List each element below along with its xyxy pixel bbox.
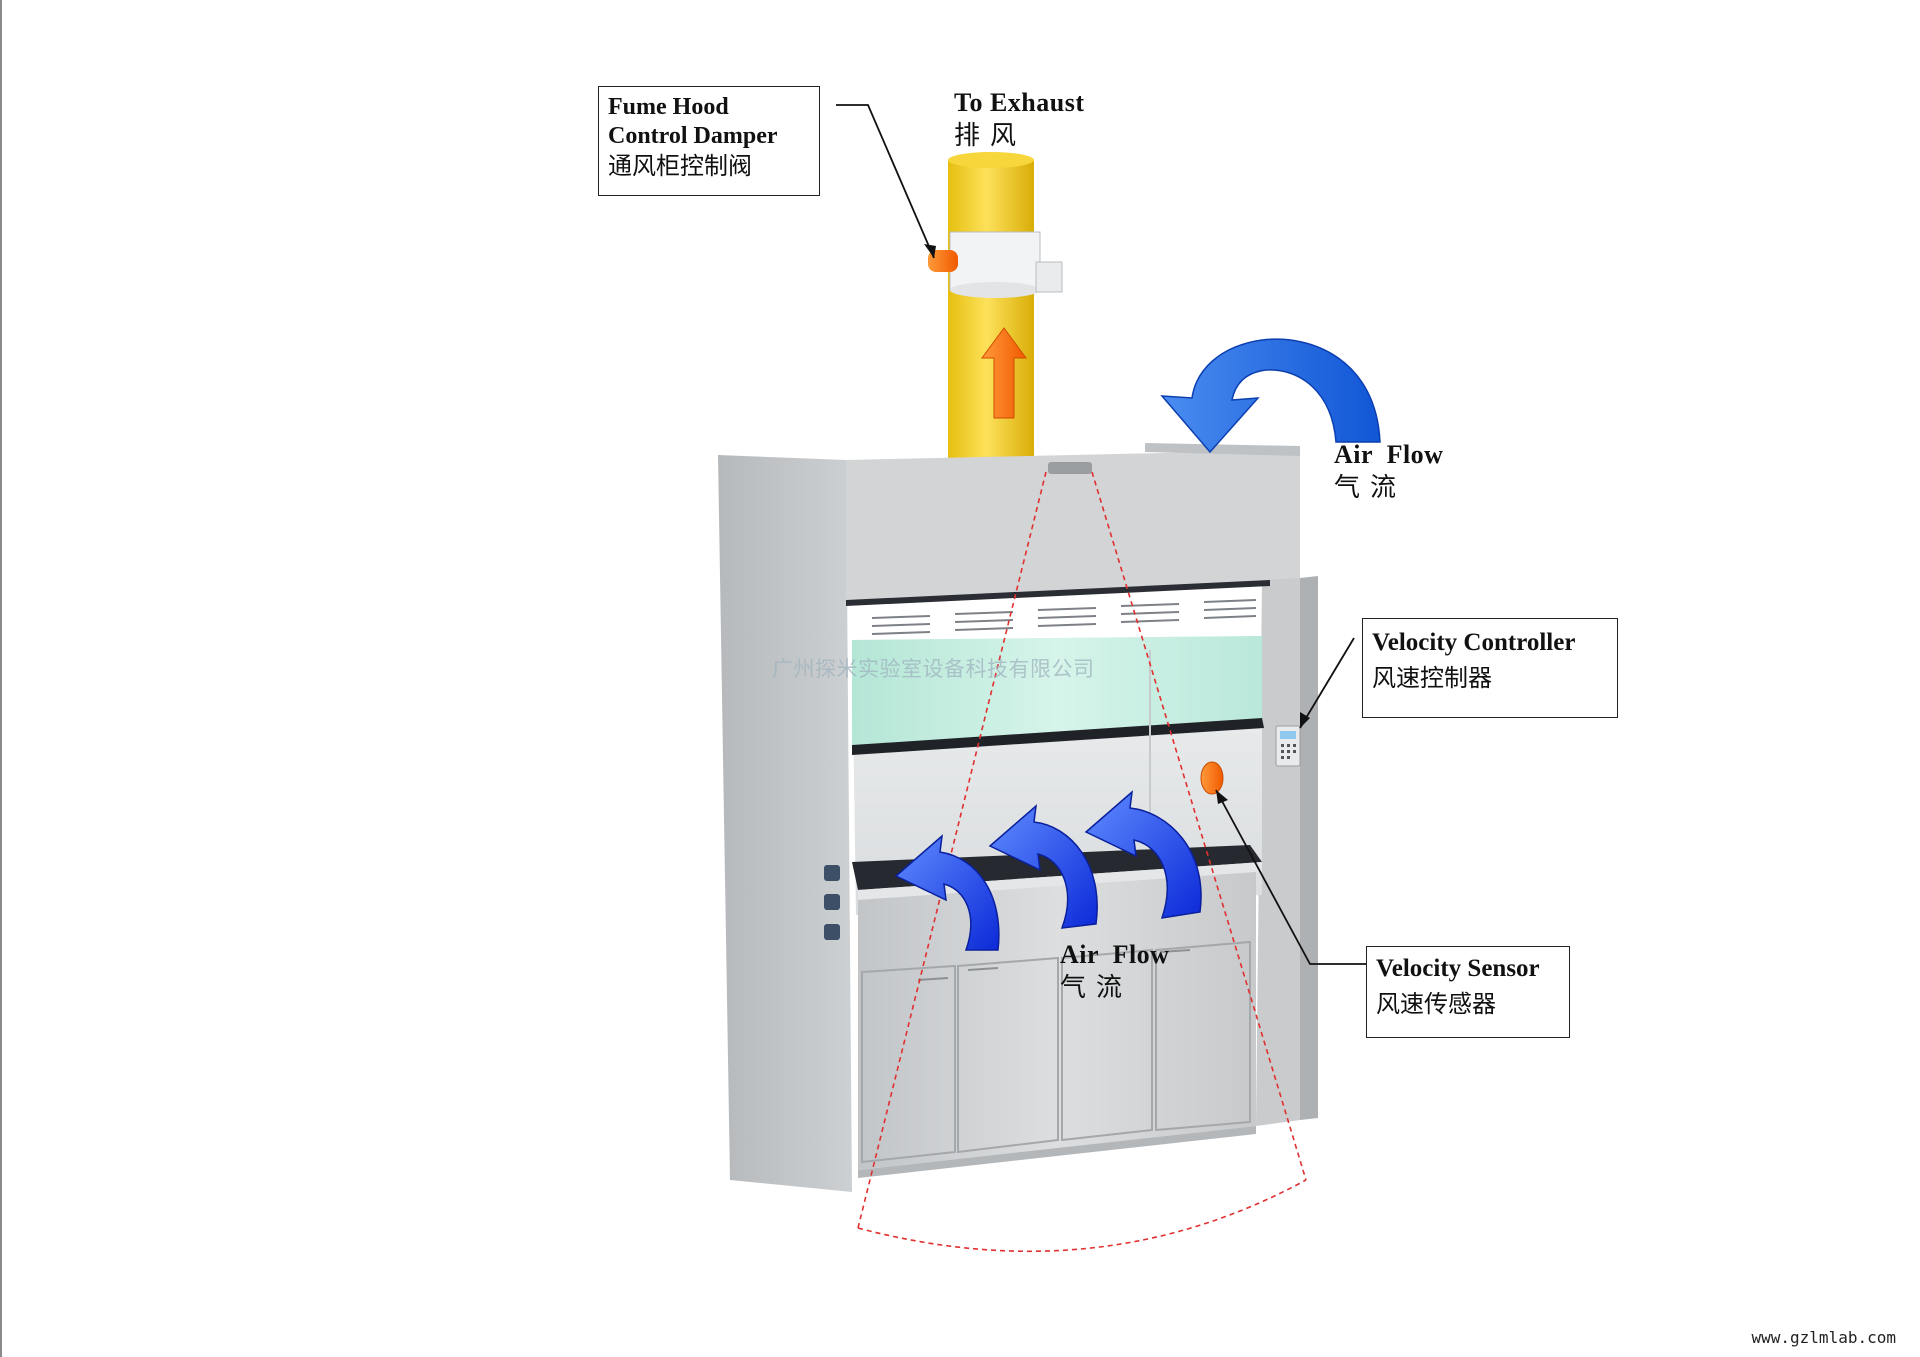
page-border-left [0,0,2,1357]
airflow-arrow-icon [1160,338,1381,454]
callout-velocity-controller: Velocity Controller 风速控制器 [1362,618,1618,718]
detection-cone [857,471,1307,1253]
damper-actuator-icon [928,250,958,272]
label-air-flow-bottom: Air Flow 气流 [1060,940,1169,1006]
label-exhaust-en: To Exhaust [954,88,1085,117]
exhaust-duct [948,152,1034,460]
label-airflow-top-en: Air Flow [1334,440,1444,469]
callout-sensor-zh: 风速传感器 [1376,990,1496,1018]
callout-damper-line1: Fume Hood [608,94,729,120]
exhaust-arrow-icon [981,327,1027,419]
label-airflow-bottom-en: Air Flow [1060,940,1170,969]
callout-damper-zh: 通风柜控制阀 [608,152,752,180]
callout-controller-en: Velocity Controller [1372,629,1576,656]
airflow-arrow-icon [894,790,1202,951]
company-watermark: 广州探米实验室设备科技有限公司 [772,657,1095,681]
fume-hood-cabinet [718,443,1318,1192]
leader-lines [836,104,1366,965]
label-exhaust-zh: 排风 [954,121,1027,151]
website-url: www.gzlmlab.com [1751,1328,1897,1347]
callout-damper-line2: Control Damper [608,123,778,149]
label-airflow-bottom-zh: 气流 [1060,973,1133,1003]
label-air-flow-top: Air Flow 气流 [1334,440,1443,506]
callout-fume-hood-control-damper: Fume Hood Control Damper 通风柜控制阀 [598,86,820,196]
label-to-exhaust: To Exhaust 排风 [954,88,1085,154]
control-damper [928,231,1063,298]
velocity-sensor-icon [1200,761,1224,795]
label-airflow-top-zh: 气流 [1334,473,1407,503]
callout-sensor-en: Velocity Sensor [1376,955,1540,982]
callout-velocity-sensor: Velocity Sensor 风速传感器 [1366,946,1570,1038]
leader-arrowheads [924,244,1310,804]
callout-controller-zh: 风速控制器 [1372,664,1492,692]
controller-keypad-icon [1275,725,1301,767]
